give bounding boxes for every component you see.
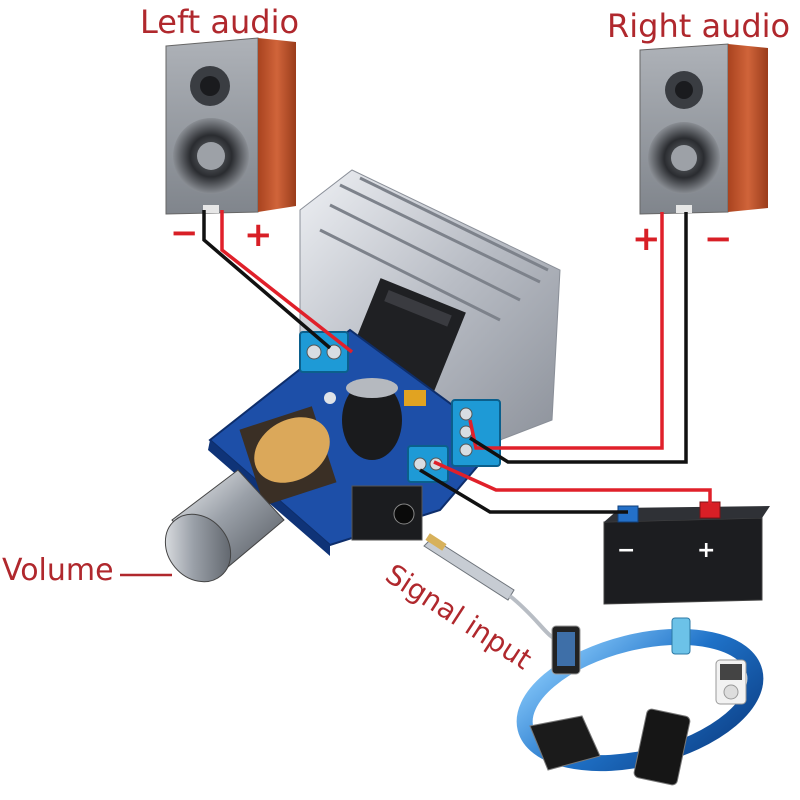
aux-label: AUX连接 [614,689,679,707]
battery [603,501,770,605]
right-audio-label: Right audio [607,7,791,45]
left-negative-sign: − [170,213,199,253]
right-speaker [639,43,768,215]
mp3-player-icon [671,617,691,655]
right-positive-sign: + [632,219,661,259]
battery-negative-wire [419,468,628,514]
laptop-icon [529,715,601,771]
left-speaker [165,37,296,215]
battery-positive-sign: + [697,538,716,563]
left-positive-sign: + [244,215,273,255]
aux-devices [516,617,764,786]
tablet-icon [633,708,691,786]
left-positive-wire [220,210,354,354]
right-positive-wire [468,212,664,450]
battery-negative-sign: − [617,538,636,563]
right-negative-wire [469,212,688,464]
amplifier-pcb [208,328,502,556]
left-audio-label: Left audio [140,3,300,41]
battery-positive-wire [433,460,712,504]
left-negative-wire [202,210,332,350]
volume-knob [164,406,337,583]
right-negative-sign: − [704,219,733,259]
volume-label: Volume [2,553,114,588]
